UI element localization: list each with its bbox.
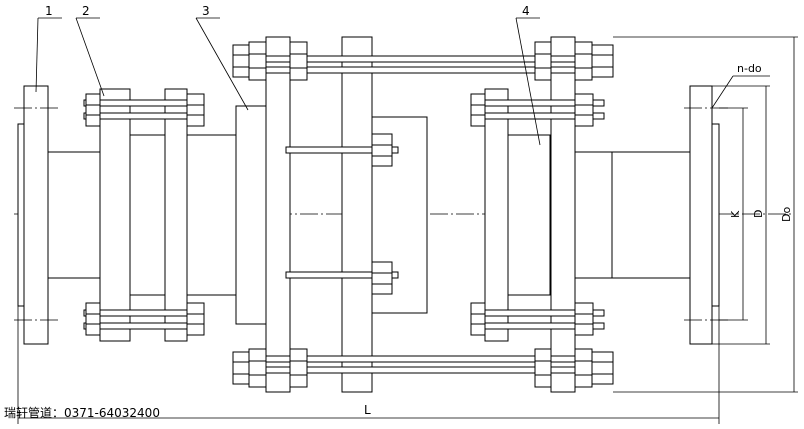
flange-face-right: [711, 123, 720, 307]
company-footer: 瑞轩管道：0371-64032400: [4, 406, 160, 420]
label-k: K: [729, 210, 742, 218]
sleeve-part-3: [235, 105, 267, 325]
label-do: Do: [780, 207, 793, 222]
flange-face-left: [17, 123, 25, 307]
part-leaders: [35, 17, 541, 146]
left-pipe: [47, 151, 101, 279]
label-part-1: 1: [45, 4, 53, 18]
long-plate-center: [341, 36, 373, 393]
long-plate-right: [550, 36, 576, 393]
label-part-3: 3: [202, 4, 210, 18]
plate-part-2b: [164, 88, 188, 342]
label-part-2: 2: [82, 4, 90, 18]
label-part-4: 4: [522, 4, 530, 18]
nuts: [85, 41, 614, 388]
plate-part-4: [484, 88, 509, 342]
label-length: L: [364, 403, 371, 417]
right-pipe: [574, 151, 691, 279]
dimension-lines: [17, 36, 798, 424]
label-holes: n-do: [737, 62, 762, 75]
flange-part-1: [23, 85, 49, 345]
plate-part-2: [99, 88, 131, 342]
flange-right: [689, 85, 713, 345]
long-plate-left: [265, 36, 291, 393]
tie-rods: [83, 55, 605, 374]
label-d: D: [752, 210, 765, 218]
inner-tube-right: [507, 134, 551, 296]
